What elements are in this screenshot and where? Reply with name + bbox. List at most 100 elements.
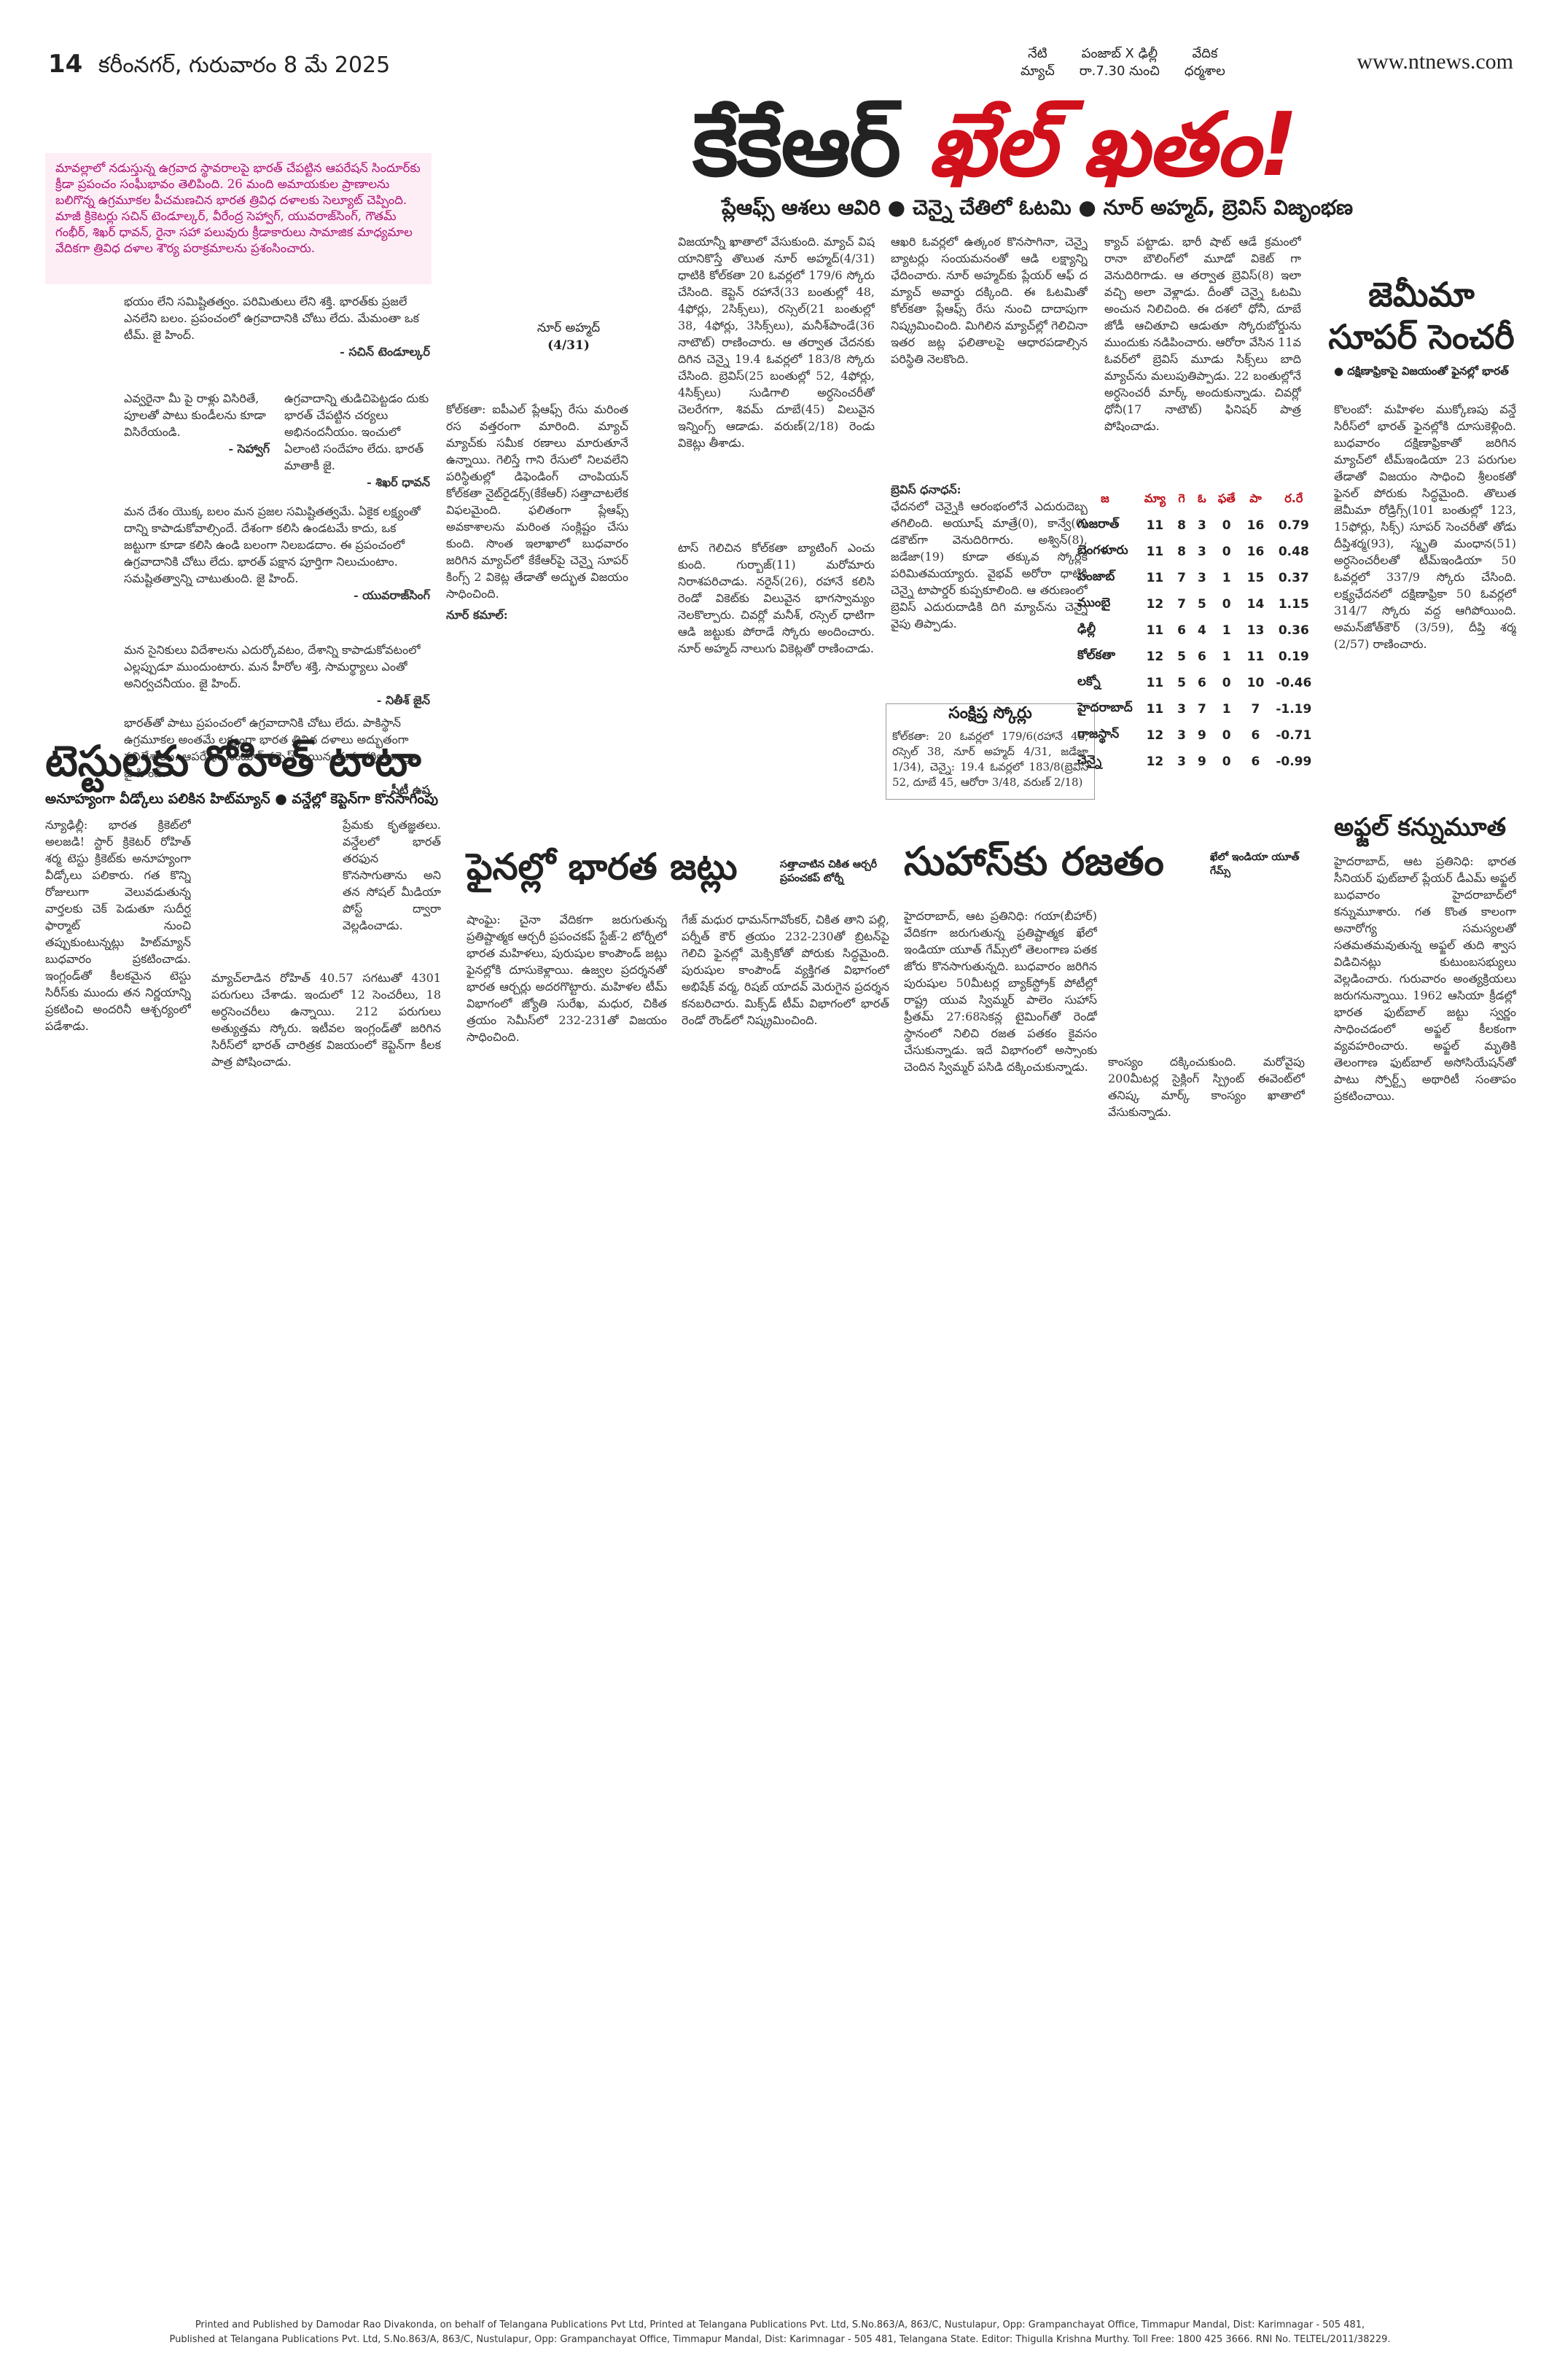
- quote-sehwag: ఎవ్వరైనా మీ పై రాళ్లు విసిరితే, పూలతో పా…: [124, 390, 270, 457]
- table-cell: 6: [1197, 649, 1206, 664]
- table-cell: 3: [1177, 702, 1186, 717]
- table-cell: 9: [1197, 728, 1206, 743]
- website-link[interactable]: www.ntnews.com: [1357, 50, 1513, 74]
- team-name: లక్నో: [1077, 674, 1101, 689]
- afzal-headline: అఫ్జల్ కన్నుమూత: [1334, 813, 1507, 842]
- final-side-deck: సత్తాచాటిన చికిత ఆర్చరీ ప్రపంచకప్ టోర్నీ: [780, 859, 878, 884]
- match-today: నేటి మ్యాచ్: [1021, 45, 1055, 80]
- team-name: చెన్నై: [1077, 753, 1102, 768]
- table-cell: 11: [1146, 545, 1164, 559]
- quote-text: ఎవ్వరైనా మీ పై రాళ్లు విసిరితే, పూలతో పా…: [124, 391, 266, 439]
- table-cell: -0.46: [1276, 676, 1312, 690]
- quote-signature: - పీటీ ఉష: [382, 783, 430, 797]
- table-cell: 0: [1222, 518, 1231, 533]
- subheading: బ్రెవిస్ ధనాధన్:: [891, 483, 961, 496]
- jemimah-story: కొలంబో: మహిళల ముక్కోణపు వన్డే సిరీస్‌లో …: [1334, 402, 1516, 651]
- table-cell: 7: [1177, 571, 1186, 585]
- place-date: కరీంనగర్, గురువారం 8 మే 2025: [98, 52, 391, 78]
- points-table-column-header: ఫతే: [1217, 491, 1236, 505]
- player-name: నూర్ అహ్మద్: [536, 321, 601, 335]
- rohit-story-col1: న్యూఢిల్లీ: భారత క్రికెట్‌లో అలజడి! స్టా…: [45, 818, 191, 1033]
- highlight-box: మావల్లాలో నడుస్తున్న ఉగ్రవాద స్థావరాలపై …: [45, 153, 432, 284]
- quote-text: మన సైనికులు విదేశాలను ఎదుర్కోవటం, దేశాన్…: [124, 643, 421, 690]
- table-cell: 6: [1197, 676, 1206, 690]
- quote-pt-usha: భారత్‌తో పాటు ప్రపంచంలో ఉగ్రవాదానికి చోట…: [124, 714, 430, 798]
- table-cell: 10: [1246, 676, 1265, 690]
- table-cell: 11: [1146, 676, 1164, 690]
- quote-signature: - నితీశ్ జైన్: [376, 693, 430, 707]
- table-cell: 1: [1222, 571, 1231, 585]
- suhas-side-deck: ఖేలో ఇండియా యూత్ గేమ్స్: [1210, 851, 1300, 877]
- table-cell: 1.15: [1278, 597, 1309, 612]
- table-cell: 5: [1197, 597, 1206, 612]
- table-cell: 12: [1146, 597, 1164, 612]
- table-cell: 0: [1222, 754, 1231, 769]
- table-cell: -0.99: [1276, 754, 1312, 769]
- team-name: బెంగళూరు: [1077, 543, 1128, 558]
- table-cell: 7: [1197, 702, 1206, 717]
- match-venue: వేదిక ధర్మశాల: [1185, 45, 1225, 80]
- team-name: గుజరాత్: [1077, 517, 1120, 531]
- main-story-col1b: టాస్ గెలిచిన కోల్‌కతా బ్యాటింగ్ ఎంచు కుం…: [678, 541, 875, 655]
- player-quote-box: నూర్ అహ్మద్ (4/31): [514, 321, 623, 353]
- afzal-story: హైదరాబాద్, ఆట ప్రతినిధి: భారత సీనియర్ ఫు…: [1334, 854, 1516, 1103]
- main-story-col1: విజయాన్నీ ఖాతాలో వేసుకుంది. మ్యాచ్ విష య…: [678, 235, 875, 450]
- story-paragraph: కోల్‌కతా: ఐపీఎల్ ప్లేఆఫ్స్ రేసు మరింత రస…: [446, 402, 628, 601]
- rohit-story-col3: మ్యాచ్‌లాడిన రోహిత్ 40.57 సగటుతో 4301 పర…: [211, 971, 441, 1069]
- table-cell: 11: [1146, 623, 1164, 638]
- quote-dhawan: ఉగ్రవాదాన్ని తుడిచిపెట్టడం దుకు భారత్ చే…: [284, 390, 430, 491]
- table-cell: 15: [1246, 571, 1265, 585]
- main-story-col2b: బ్రెవిస్ ధనాధన్: ఛేదనలో చెన్నైకి ఆరంభంలో…: [891, 481, 1088, 692]
- suhas-story-col1: హైదరాబాద్, ఆట ప్రతినిధి: గయా(బీహార్) వేద…: [904, 909, 1097, 1074]
- quote-nitish: మన సైనికులు విదేశాలను ఎదుర్కోవటం, దేశాన్…: [124, 641, 430, 709]
- table-cell: 6: [1251, 754, 1260, 769]
- match-today-label2: మ్యాచ్: [1021, 63, 1055, 79]
- table-cell: 3: [1177, 728, 1186, 743]
- points-table-column-header: మ్యా: [1144, 491, 1166, 505]
- table-cell: 3: [1197, 571, 1206, 585]
- story-paragraph: ఛేదనలో చెన్నైకి ఆరంభంలోనే ఎదురుదెబ్బ తగి…: [891, 499, 1088, 631]
- main-story-col-left: కోల్‌కతా: ఐపీఎల్ ప్లేఆఫ్స్ రేసు మరింత రస…: [446, 401, 628, 795]
- final-headline: ఫైనల్లో భారత జట్లు: [467, 846, 738, 888]
- table-cell: -1.19: [1276, 702, 1312, 717]
- jemimah-deck: ● దక్షిణాఫ్రికాపై విజయంతో ఫైనల్లో భారత్: [1334, 364, 1509, 378]
- table-cell: 1: [1222, 649, 1231, 664]
- final-story-col2: గేజ్ మధుర ధామన్‌గావోంకర్, చికిత తాని పల్…: [682, 913, 889, 1027]
- table-cell: 12: [1146, 728, 1164, 743]
- table-cell: 3: [1197, 545, 1206, 559]
- imprint-line1: Printed and Published by Damodar Rao Div…: [195, 2319, 1365, 2330]
- table-cell: 0.36: [1278, 623, 1309, 638]
- table-cell: 1: [1222, 702, 1231, 717]
- match-info: నేటిమ్యాచ్ పంజాబ్ X ఢిల్లీరా.7.30 నుంచి …: [1021, 45, 1225, 80]
- table-cell: 13: [1246, 623, 1265, 638]
- points-table-column-header: ఓ: [1198, 491, 1206, 505]
- venue-name: ధర్మశాల: [1184, 63, 1225, 79]
- quote-text: మన దేశం యొక్క బలం మన ప్రజల సమిష్టితత్వమే…: [124, 504, 421, 585]
- main-story-col2: ఆఖరి ఓవర్లలో ఉత్కంఠ కొనసాగినా, చెన్నై బ్…: [891, 235, 1088, 366]
- quote-text: భయం లేని సమిష్టితత్వం. పరిమితులు లేని శక…: [124, 294, 420, 342]
- suhas-headline: సుహాస్‌కు రజతం: [904, 838, 1164, 884]
- final-story-col1: షాంఘై: చైనా వేదికగా జరుగుతున్న ప్రతిష్టా…: [467, 913, 667, 1044]
- headline-black: కేకేఆర్: [692, 95, 929, 196]
- headline-red: ఖేల్ ఖతం!: [928, 95, 1298, 196]
- table-cell: 6: [1177, 623, 1186, 638]
- main-headline: కేకేఆర్ ఖేల్ ఖతం!: [692, 95, 1298, 217]
- rohit-deck: అనూహ్యంగా వీడ్కోలు పలికిన హిట్‌మ్యాన్ ● …: [45, 791, 439, 807]
- table-cell: 16: [1246, 545, 1265, 559]
- table-cell: 6: [1251, 728, 1260, 743]
- team-name: ఢిల్లీ: [1077, 622, 1096, 636]
- quote-signature: - శిఖర్ ధావన్: [367, 475, 430, 489]
- table-cell: 3: [1197, 518, 1206, 533]
- points-table-column-header: పా: [1249, 491, 1262, 505]
- quote-signature: - సెహ్వాగ్: [228, 442, 270, 456]
- venue-label: వేదిక: [1192, 46, 1218, 61]
- table-cell: 0.19: [1278, 649, 1309, 664]
- table-cell: 11: [1146, 702, 1164, 717]
- team-name: కోల్‌కతా: [1077, 648, 1116, 663]
- team-name: హైదరాబాద్: [1077, 701, 1133, 715]
- match-today-label: నేటి: [1028, 46, 1047, 61]
